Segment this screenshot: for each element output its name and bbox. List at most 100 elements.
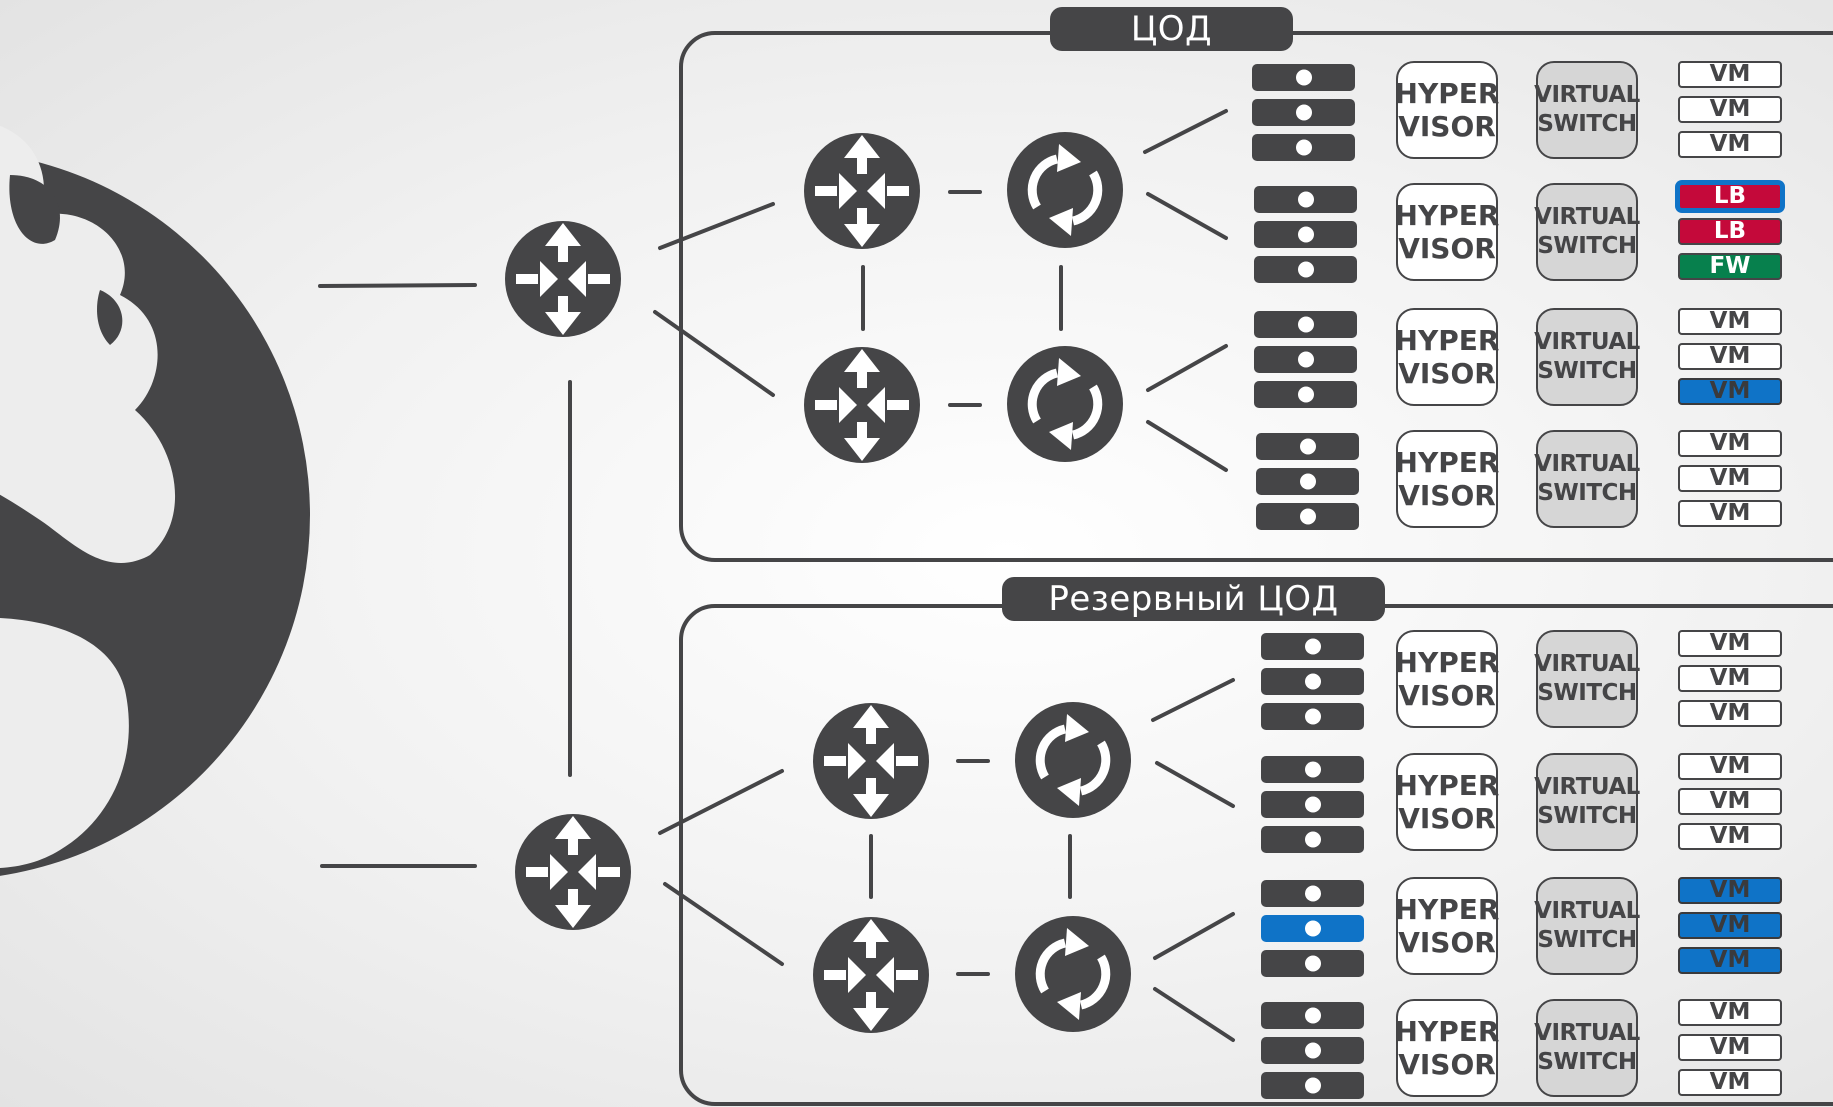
virtual-switch-box: VIRTUAL SWITCH (1534, 877, 1640, 975)
firewall-box: FW (1678, 253, 1782, 280)
virtual-switch-label: SWITCH (1537, 480, 1637, 506)
hypervisor-label: VISOR (1398, 679, 1496, 712)
vm-box: VM (1678, 1069, 1782, 1096)
virtual-switch-label: SWITCH (1537, 680, 1637, 706)
router-icon (804, 347, 920, 463)
server-unit-led (1298, 191, 1314, 208)
server-unit-led (1298, 316, 1314, 333)
virtual-switch-label: SWITCH (1537, 1049, 1637, 1075)
hypervisor-label: VISOR (1398, 110, 1496, 143)
server-unit-led (1305, 955, 1321, 972)
sync-switch-icon (1015, 916, 1131, 1032)
virtual-switch-label: SWITCH (1537, 358, 1637, 384)
virtual-switch-label: SWITCH (1537, 111, 1637, 137)
sync-switch-icon (1007, 132, 1123, 248)
virtual-switch-box: VIRTUAL SWITCH (1534, 183, 1640, 281)
virtual-switch-label: SWITCH (1537, 803, 1637, 829)
hypervisor-label: VISOR (1398, 479, 1496, 512)
virtual-switch-box: VIRTUAL SWITCH (1534, 753, 1640, 851)
router-icon (813, 703, 929, 819)
virtual-switch-label: SWITCH (1537, 927, 1637, 953)
vm-box: VM (1678, 1034, 1782, 1061)
vm-box: VM (1678, 999, 1782, 1026)
server-unit-led (1300, 438, 1316, 455)
server-unit-led (1305, 708, 1321, 725)
sync-switch-icon (1015, 702, 1131, 818)
globe-icon (0, 125, 310, 876)
server-racks (1252, 64, 1364, 1099)
virtual-switch-label: VIRTUAL (1534, 451, 1640, 477)
vm-box: VM (1678, 61, 1782, 88)
server-unit-led (1300, 508, 1316, 525)
server-unit-led (1296, 104, 1312, 121)
vm-box: VM (1678, 912, 1782, 939)
vm-box: VM (1678, 308, 1782, 335)
vm-box: VM (1678, 823, 1782, 850)
vm-box: VM (1678, 630, 1782, 657)
server-unit-led (1305, 831, 1321, 848)
virtual-switch-label: VIRTUAL (1534, 329, 1640, 355)
edge-router-icon (515, 814, 631, 930)
vm-box: VM (1678, 343, 1782, 370)
hypervisor-label: HYPER (1394, 77, 1500, 110)
server-unit-led (1305, 796, 1321, 813)
server-unit-led (1305, 673, 1321, 690)
load-balancer-box: LB (1678, 218, 1782, 245)
server-unit-led (1298, 261, 1314, 278)
sync-switch-icon (1007, 346, 1123, 462)
hypervisor-label: HYPER (1394, 893, 1500, 926)
server-unit-led (1305, 885, 1321, 902)
virtual-switch-label: SWITCH (1537, 233, 1637, 259)
vm-box: VM (1678, 96, 1782, 123)
hypervisor-label: HYPER (1394, 1015, 1500, 1048)
hypervisor-label: HYPER (1394, 324, 1500, 357)
virtual-switch-label: VIRTUAL (1534, 82, 1640, 108)
hypervisor-label: HYPER (1394, 446, 1500, 479)
server-unit-led (1305, 1007, 1321, 1024)
virtual-switch-label: VIRTUAL (1534, 204, 1640, 230)
virtual-switch-box: VIRTUAL SWITCH (1534, 61, 1640, 159)
vm-box: VM (1678, 430, 1782, 457)
hypervisor-label: HYPER (1394, 646, 1500, 679)
vm-box: VM (1678, 378, 1782, 405)
router-icon (813, 917, 929, 1033)
vm-box: VM (1678, 500, 1782, 527)
virtual-switch-label: VIRTUAL (1534, 651, 1640, 677)
vm-box: VM (1678, 700, 1782, 727)
virtual-switch-label: VIRTUAL (1534, 898, 1640, 924)
virtual-switch-box: VIRTUAL SWITCH (1534, 430, 1640, 528)
load-balancer-box: LB (1678, 183, 1782, 210)
vm-box: VM (1678, 131, 1782, 158)
vm-box: VM (1678, 665, 1782, 692)
hypervisor-label: HYPER (1394, 769, 1500, 802)
hypervisor-label: VISOR (1398, 802, 1496, 835)
backup-dc-title: Резервный ЦОД (1002, 577, 1385, 621)
link-lines (318, 109, 1235, 1042)
virtual-switch-box: VIRTUAL SWITCH (1534, 308, 1640, 406)
virtual-switch-box: VIRTUAL SWITCH (1534, 630, 1640, 728)
vm-box: VM (1678, 947, 1782, 974)
virtual-switch-label: VIRTUAL (1534, 774, 1640, 800)
server-unit-led (1296, 139, 1312, 156)
server-unit-led (1296, 69, 1312, 86)
server-unit-led (1305, 1077, 1321, 1094)
vm-box: VM (1678, 877, 1782, 904)
server-unit-led (1305, 920, 1321, 937)
server-unit-led (1298, 386, 1314, 403)
server-unit-led (1300, 473, 1316, 490)
server-unit-led (1305, 761, 1321, 778)
hypervisor-label: VISOR (1398, 232, 1496, 265)
primary-dc-title: ЦОД (1050, 7, 1293, 51)
edge-router-icon (505, 221, 621, 337)
vm-box: VM (1678, 753, 1782, 780)
hypervisor-label: VISOR (1398, 926, 1496, 959)
server-unit-led (1298, 226, 1314, 243)
server-unit-led (1305, 638, 1321, 655)
